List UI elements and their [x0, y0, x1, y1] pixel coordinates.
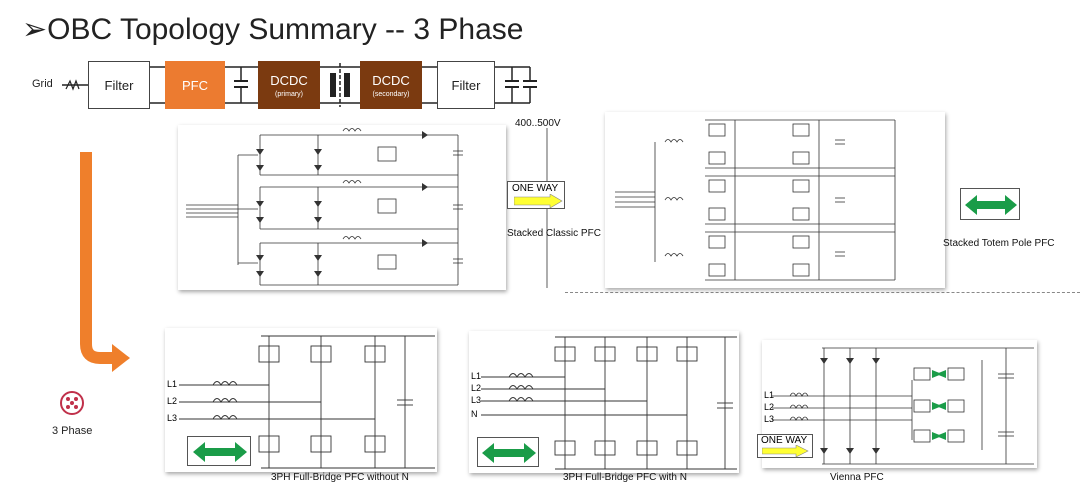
- separator-line: [565, 292, 1080, 293]
- power-chain-wires: [62, 63, 537, 107]
- dcdc-primary-block: DCDC (primary): [258, 61, 320, 109]
- fb-with-n-l3: L3: [471, 395, 482, 405]
- vienna-l1: L1: [764, 390, 775, 400]
- filter-block-input: Filter: [88, 61, 150, 109]
- fb-without-n-panel: L1 L2 L3: [165, 328, 437, 472]
- bidirectional-arrow-icon: [193, 442, 247, 462]
- page-title: ➢OBC Topology Summary -- 3 Phase: [22, 13, 524, 46]
- oneway-arrow-icon: [514, 194, 563, 208]
- fb-without-n-bidir-badge: [187, 436, 251, 466]
- filter-input-label: Filter: [104, 77, 134, 93]
- fb-with-n-caption: 3PH Full-Bridge PFC with N: [563, 472, 687, 483]
- grid-label: Grid: [32, 78, 53, 90]
- fb-without-n-caption: 3PH Full-Bridge PFC without N: [271, 472, 409, 483]
- pfc-block: PFC: [165, 61, 225, 109]
- fb-without-n-l2: L2: [167, 396, 178, 406]
- stacked-totem-pfc-panel: [605, 112, 945, 288]
- fb-with-n-bidir-badge: [477, 437, 539, 467]
- filter-output-label: Filter: [451, 77, 481, 93]
- topology-arrow: [80, 152, 130, 372]
- dcdc-secondary-block: DCDC (secondary): [360, 61, 422, 109]
- dcdc-secondary-label: DCDC: [372, 72, 410, 88]
- three-phase-plug-icon: [60, 391, 84, 415]
- stacked-totem-bidir-badge: [960, 188, 1020, 220]
- oneway-arrow-icon: [762, 445, 809, 458]
- vienna-oneway-label: ONE WAY: [761, 435, 808, 446]
- fb-with-n-l2: L2: [471, 383, 482, 393]
- stacked-classic-pfc-panel: [178, 125, 519, 290]
- three-phase-label: 3 Phase: [52, 425, 93, 437]
- stacked-classic-oneway-badge: ONE WAY: [507, 181, 565, 209]
- stacked-classic-voltage: 400..500V: [515, 118, 561, 129]
- vienna-l3: L3: [764, 414, 775, 424]
- stacked-classic-oneway-label: ONE WAY: [512, 183, 559, 194]
- vienna-caption: Vienna PFC: [830, 472, 884, 483]
- fb-without-n-l3: L3: [167, 413, 178, 423]
- filter-block-output: Filter: [437, 61, 495, 109]
- fb-with-n-n: N: [471, 409, 478, 419]
- dcdc-primary-label: DCDC: [270, 72, 308, 88]
- dcdc-secondary-sub: (secondary): [372, 90, 410, 98]
- vienna-schematic: [772, 347, 1034, 465]
- pfc-label: PFC: [182, 77, 208, 93]
- bidirectional-arrow-icon: [965, 195, 1017, 215]
- stacked-totem-caption: Stacked Totem Pole PFC: [943, 238, 1055, 249]
- stacked-classic-schematic: [186, 128, 519, 286]
- vienna-oneway-badge: ONE WAY: [757, 434, 813, 458]
- fb-without-n-l1: L1: [167, 379, 178, 389]
- stacked-classic-caption: Stacked Classic PFC: [507, 228, 601, 239]
- dcdc-primary-sub: (primary): [275, 90, 303, 98]
- fb-without-n-schematic: [179, 335, 435, 469]
- stacked-totem-schematic: [615, 119, 896, 281]
- vienna-l2: L2: [764, 402, 775, 412]
- fb-with-n-panel: L1 L2 L3 N: [469, 331, 739, 473]
- bidirectional-arrow-icon: [482, 443, 536, 463]
- fb-with-n-l1: L1: [471, 371, 482, 381]
- fb-with-n-schematic: [481, 336, 737, 470]
